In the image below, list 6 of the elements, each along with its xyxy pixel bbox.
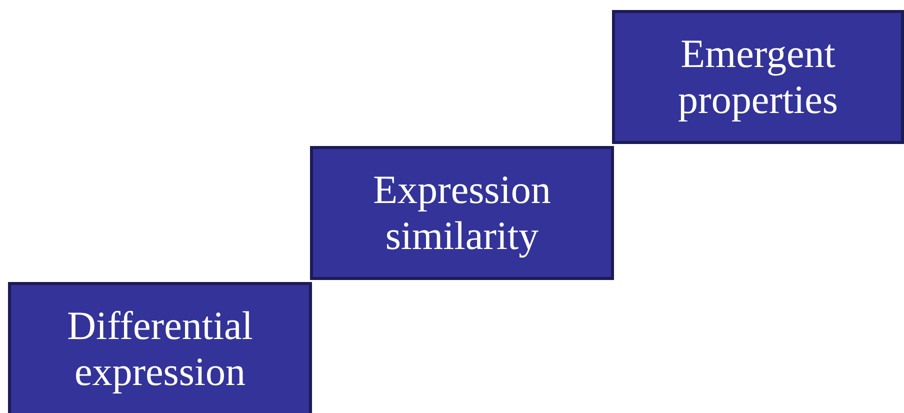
step-label: Differential expression: [66, 303, 254, 395]
step-box: [612, 10, 904, 144]
step-box: [310, 146, 614, 280]
step-label: Emergent properties: [677, 31, 839, 123]
step-box: [8, 282, 312, 413]
step-label: Expression similarity: [372, 167, 552, 259]
